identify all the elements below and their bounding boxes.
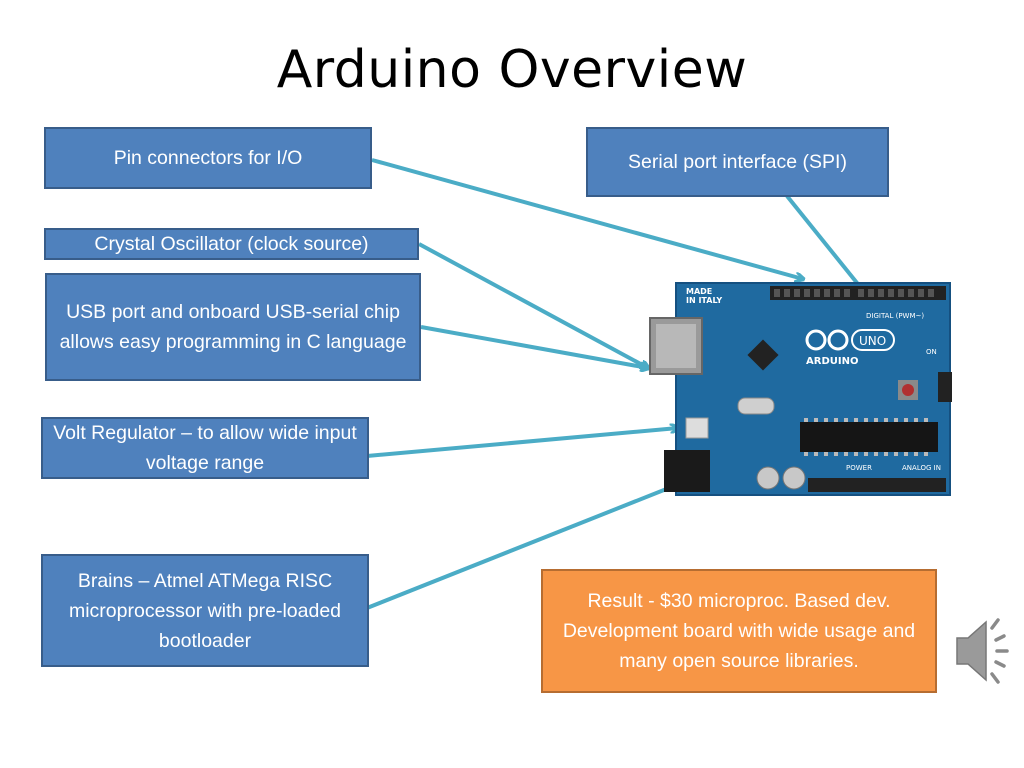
callout-volt-regulator-text: Volt Regulator – to allow wide input vol…	[53, 422, 357, 474]
arrow-volt-regulator	[366, 428, 678, 458]
callout-crystal-text: Crystal Oscillator (clock source)	[94, 233, 369, 255]
arrow-brains	[366, 482, 684, 610]
callout-usb-text: USB port and onboard USB-serial chip all…	[59, 301, 407, 353]
callout-crystal: Crystal Oscillator (clock source)	[44, 228, 419, 260]
board-made-label: MADE	[686, 287, 712, 296]
arrow-pin-connectors	[371, 158, 803, 279]
arrow-usb	[420, 325, 648, 368]
callout-result: Result - $30 microproc. Based dev. Devel…	[541, 569, 937, 693]
board-digital-label: DIGITAL (PWM~)	[866, 312, 924, 320]
board-power-label: POWER	[846, 464, 872, 472]
callout-serial-port-text: Serial port interface (SPI)	[628, 151, 847, 173]
callout-brains: Brains – Atmel ATMega RISC microprocesso…	[41, 554, 369, 667]
callout-pin-connectors: Pin connectors for I/O	[44, 127, 372, 189]
board-italy-label: IN ITALY	[686, 296, 722, 305]
callout-result-text: Result - $30 microproc. Based dev. Devel…	[562, 590, 916, 672]
callout-volt-regulator: Volt Regulator – to allow wide input vol…	[41, 417, 369, 479]
callout-serial-port: Serial port interface (SPI)	[586, 127, 889, 197]
arrow-crystal	[418, 242, 648, 368]
board-model-label: UNO	[859, 334, 886, 348]
board-analog-label: ANALOG IN	[902, 464, 941, 472]
callout-pin-connectors-text: Pin connectors for I/O	[113, 147, 303, 169]
slide-title: Arduino Overview	[276, 40, 748, 100]
callout-brains-text: Brains – Atmel ATMega RISC microprocesso…	[68, 569, 342, 652]
callout-usb: USB port and onboard USB-serial chip all…	[45, 273, 421, 381]
board-on-label: ON	[926, 348, 937, 356]
board-brand-label: ARDUINO	[806, 356, 858, 367]
